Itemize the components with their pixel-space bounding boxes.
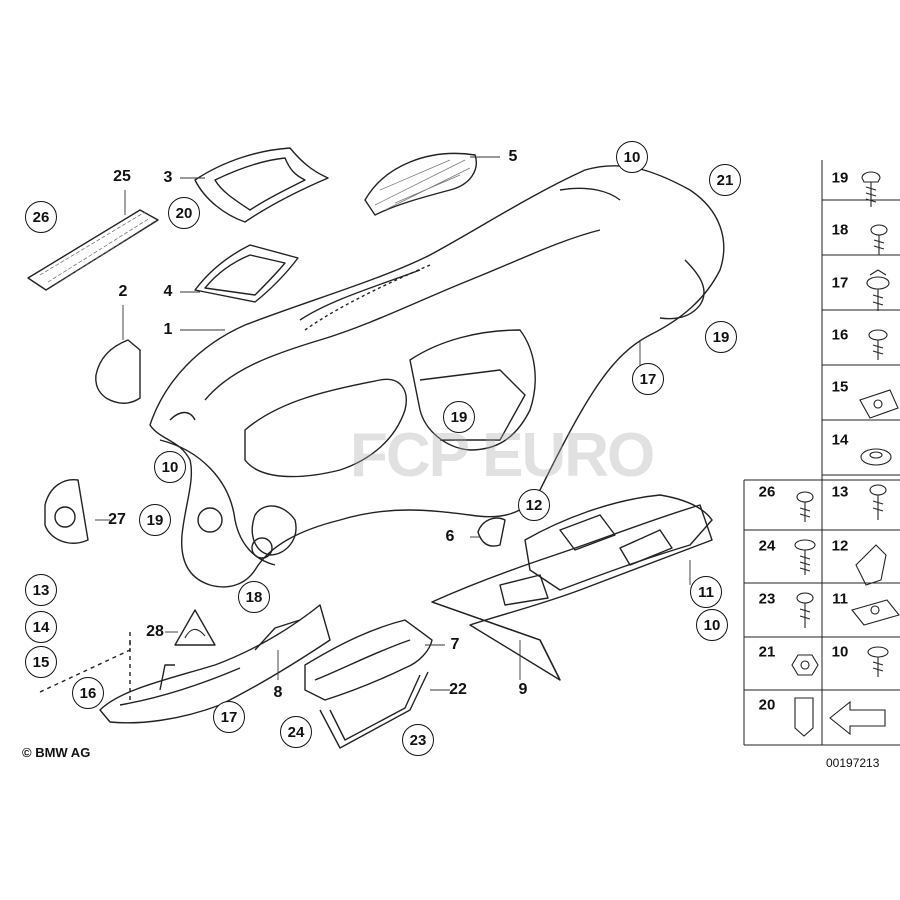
table-label-15[interactable]: 15 xyxy=(831,378,849,396)
table-label-23[interactable]: 23 xyxy=(758,590,776,608)
callout-20[interactable]: 20 xyxy=(168,197,200,229)
table-label-14[interactable]: 14 xyxy=(831,431,849,449)
table-label-18[interactable]: 18 xyxy=(831,221,849,239)
callout-26[interactable]: 26 xyxy=(25,201,57,233)
callout-19[interactable]: 19 xyxy=(139,504,171,536)
vent-frame xyxy=(194,147,329,223)
hardware-table-grid xyxy=(743,160,900,746)
callout-6[interactable]: 6 xyxy=(445,528,455,545)
grille-strip xyxy=(27,209,159,291)
callout-22[interactable]: 22 xyxy=(449,681,467,698)
table-label-20[interactable]: 20 xyxy=(758,696,776,714)
callout-10[interactable]: 10 xyxy=(696,609,728,641)
callout-8[interactable]: 8 xyxy=(273,684,283,701)
callout-2[interactable]: 2 xyxy=(118,283,128,300)
upper-tray xyxy=(524,494,713,591)
lower-panel xyxy=(431,504,713,681)
table-label-16[interactable]: 16 xyxy=(831,326,849,344)
callout-19[interactable]: 19 xyxy=(443,401,475,433)
dashboard-outline xyxy=(149,165,725,588)
callout-3[interactable]: 3 xyxy=(163,169,173,186)
callout-21[interactable]: 21 xyxy=(709,164,741,196)
table-label-10[interactable]: 10 xyxy=(831,643,849,661)
table-label-26[interactable]: 26 xyxy=(758,483,776,501)
table-label-21[interactable]: 21 xyxy=(758,643,776,661)
end-cap xyxy=(95,339,141,404)
callout-11[interactable]: 11 xyxy=(690,576,722,608)
callout-23[interactable]: 23 xyxy=(402,724,434,756)
callout-17[interactable]: 17 xyxy=(632,363,664,395)
table-label-17[interactable]: 17 xyxy=(831,274,849,292)
callout-14[interactable]: 14 xyxy=(25,611,57,643)
callout-25[interactable]: 25 xyxy=(113,168,131,185)
speaker-grille xyxy=(364,152,477,216)
watermark: FCP EURO xyxy=(350,421,655,490)
callout-10[interactable]: 10 xyxy=(616,141,648,173)
callout-19[interactable]: 19 xyxy=(705,321,737,353)
callout-10[interactable]: 10 xyxy=(154,451,186,483)
glovebox-top xyxy=(304,619,433,701)
callout-12[interactable]: 12 xyxy=(518,489,550,521)
callout-28[interactable]: 28 xyxy=(146,623,164,640)
table-label-24[interactable]: 24 xyxy=(758,537,776,555)
bracket xyxy=(319,671,429,749)
callout-9[interactable]: 9 xyxy=(518,681,528,698)
callout-15[interactable]: 15 xyxy=(25,646,57,678)
warning-triangle xyxy=(174,609,216,646)
vent-trim xyxy=(194,244,299,303)
table-label-13[interactable]: 13 xyxy=(831,483,849,501)
view-arrow-icon xyxy=(829,700,886,736)
lower-trim xyxy=(99,604,331,724)
table-label-19[interactable]: 19 xyxy=(831,169,849,187)
round-cap xyxy=(44,478,89,544)
callout-1[interactable]: 1 xyxy=(163,321,173,338)
callout-4[interactable]: 4 xyxy=(163,283,173,300)
callout-17[interactable]: 17 xyxy=(213,701,245,733)
callout-18[interactable]: 18 xyxy=(238,581,270,613)
table-label-12[interactable]: 12 xyxy=(831,537,849,555)
callout-27[interactable]: 27 xyxy=(108,511,126,528)
callout-7[interactable]: 7 xyxy=(450,636,460,653)
callout-5[interactable]: 5 xyxy=(508,148,518,165)
diagram-id: 00197213 xyxy=(826,756,880,770)
callout-13[interactable]: 13 xyxy=(25,574,57,606)
table-label-11[interactable]: 11 xyxy=(832,590,848,608)
callout-16[interactable]: 16 xyxy=(72,677,104,709)
callout-24[interactable]: 24 xyxy=(280,716,312,748)
copyright-text: © BMW AG xyxy=(22,745,91,760)
